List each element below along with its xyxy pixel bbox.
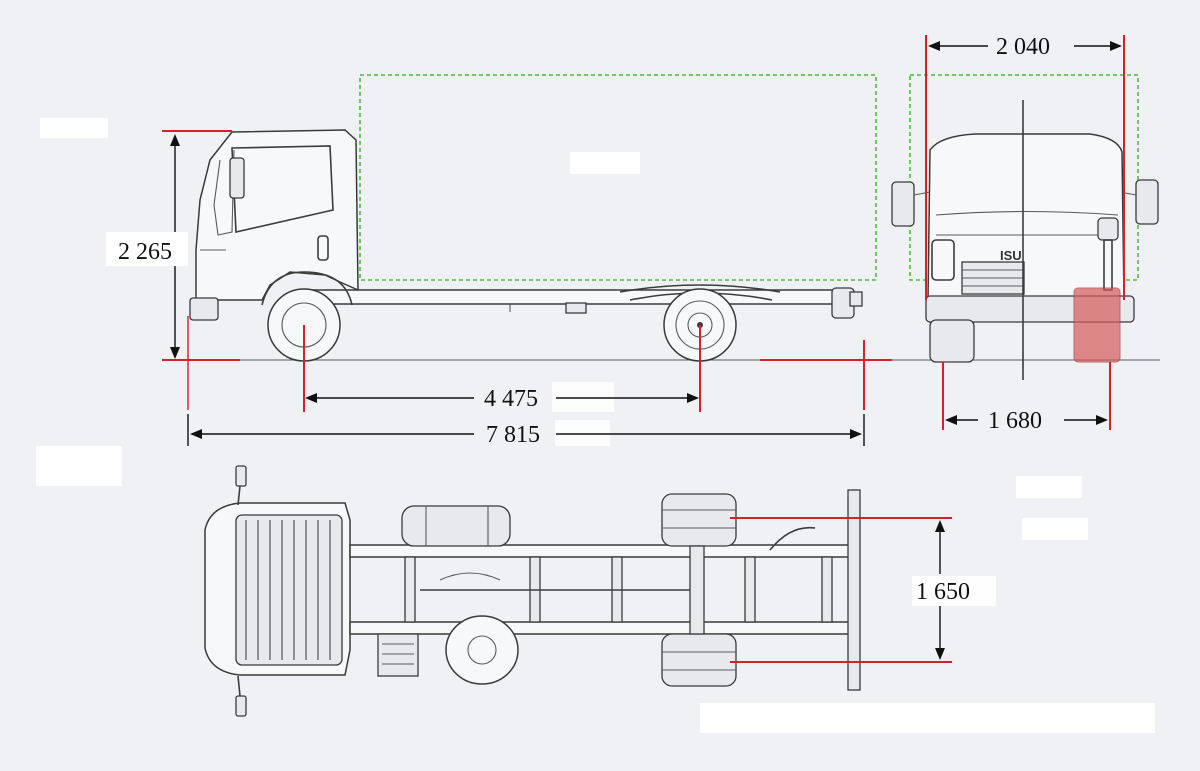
rear-track-value: 1 680 (988, 408, 1042, 434)
badge-text: ISU (1000, 248, 1022, 263)
label-masks (36, 118, 1155, 733)
wheelbase-value: 4 475 (484, 386, 538, 412)
cab-height-value: 2 265 (118, 239, 172, 265)
frame-width-value: 1 650 (916, 579, 970, 605)
front-view: ISU 2 040 1 680 (891, 34, 1160, 434)
cab (195, 129, 359, 301)
cargo-body-outline (359, 74, 877, 281)
cab-front (927, 133, 1125, 301)
side-view: 2 265 4 475 7 815 (106, 74, 1160, 448)
top-view: 1 650 (204, 465, 996, 717)
overall-width-value: 2 040 (996, 34, 1050, 60)
overall-length-value: 7 815 (486, 422, 540, 448)
